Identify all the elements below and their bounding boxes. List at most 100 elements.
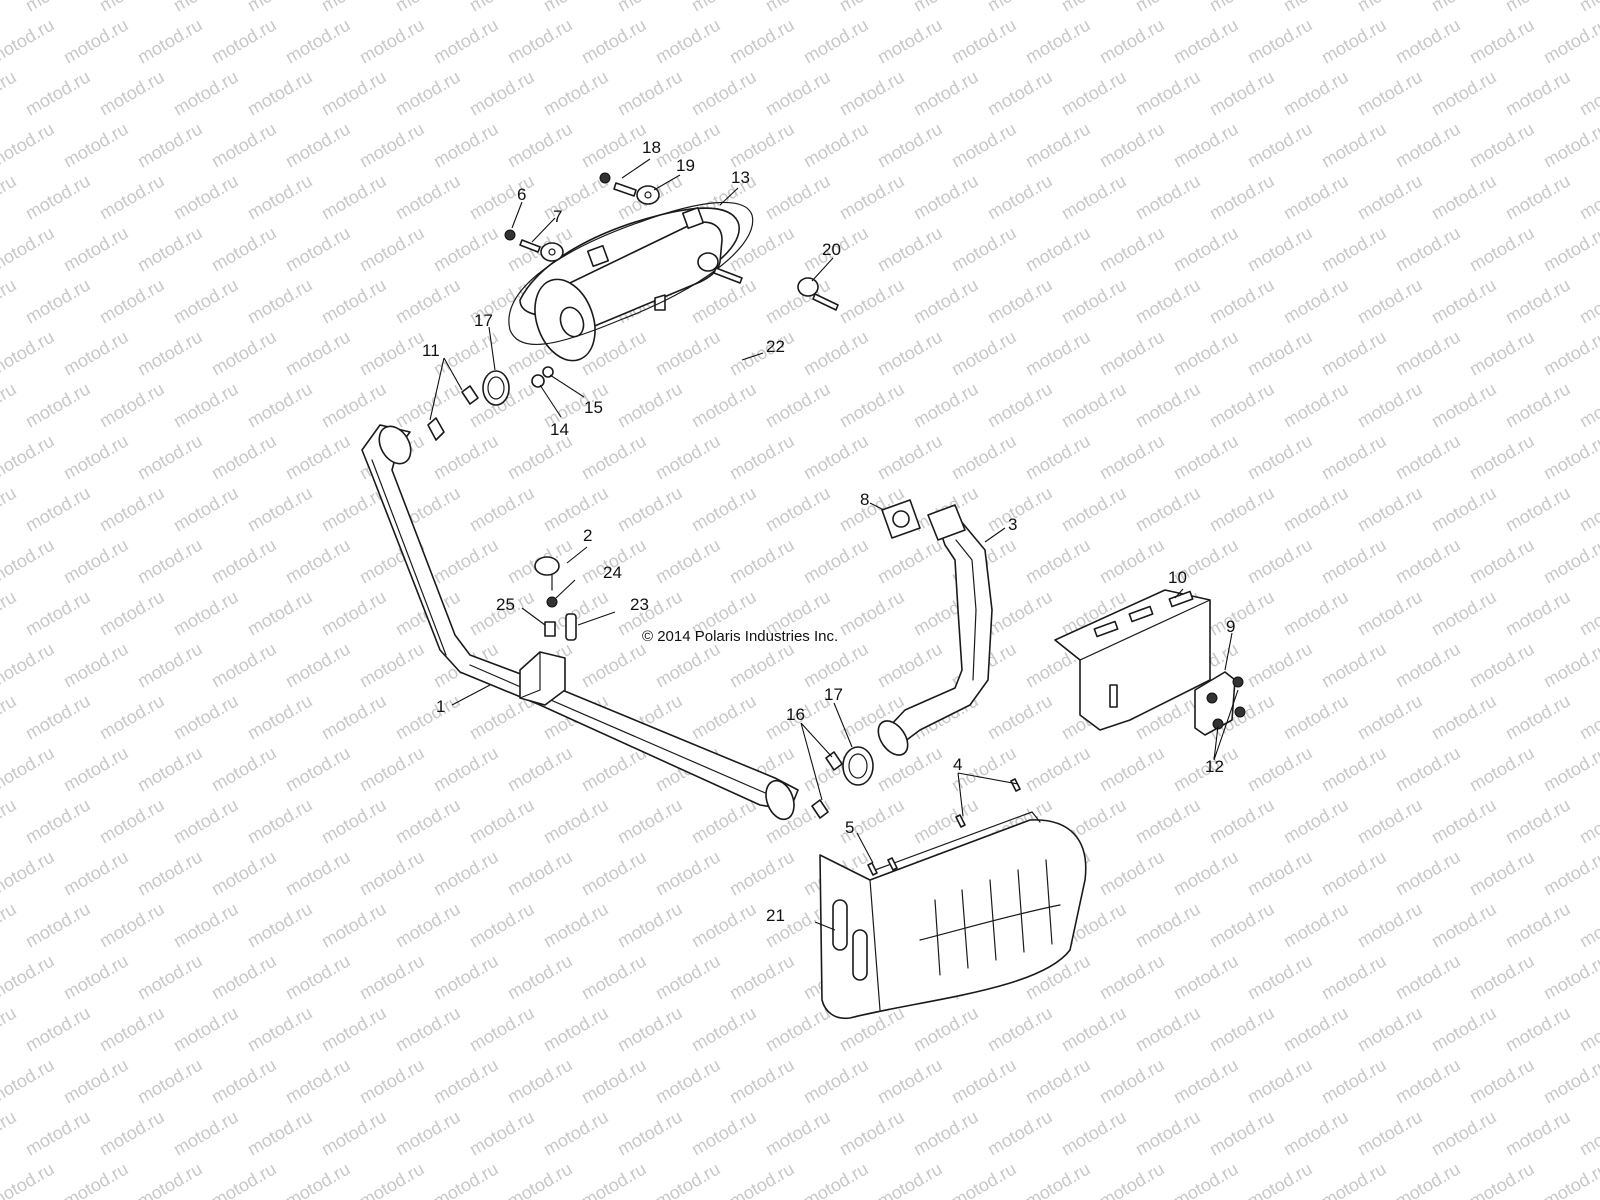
watermark-text: motod.ru <box>1466 847 1538 900</box>
watermark-text: motod.ru <box>430 15 502 68</box>
watermark-text: motod.ru <box>1244 119 1316 172</box>
watermark-text: motod.ru <box>356 951 428 1004</box>
callout-3: 3 <box>1008 515 1017 534</box>
watermark-text: motod.ru <box>22 587 94 640</box>
callout-22: 22 <box>766 337 785 356</box>
watermark-text: motod.ru <box>60 15 132 68</box>
watermark-text: motod.ru <box>726 639 798 692</box>
watermark-text: motod.ru <box>0 743 58 796</box>
watermark-text: motod.ru <box>134 431 206 484</box>
watermark-text: motod.ru <box>1132 171 1204 224</box>
watermark-text: motod.ru <box>504 1159 576 1200</box>
watermark-text: motod.ru <box>688 1107 760 1160</box>
watermark-text: motod.ru <box>430 431 502 484</box>
watermark-text: motod.ru <box>688 1003 760 1056</box>
watermark-text: motod.ru <box>836 275 908 328</box>
watermark-text: motod.ru <box>1170 119 1242 172</box>
watermark-text: motod.ru <box>1318 1159 1390 1200</box>
watermark-text: motod.ru <box>96 171 168 224</box>
watermark-text: motod.ru <box>244 0 316 15</box>
watermark-text: motod.ru <box>726 119 798 172</box>
watermark-text: motod.ru <box>1540 639 1600 692</box>
watermark-text: motod.ru <box>392 171 464 224</box>
watermark-text: motod.ru <box>1576 587 1600 640</box>
watermark-text: motod.ru <box>1096 327 1168 380</box>
watermark-text: motod.ru <box>800 119 872 172</box>
watermark-text: motod.ru <box>1428 587 1500 640</box>
watermark-text: motod.ru <box>1244 431 1316 484</box>
watermark-text: motod.ru <box>504 1055 576 1108</box>
watermark-text: motod.ru <box>1392 743 1464 796</box>
watermark-text: motod.ru <box>688 67 760 120</box>
watermark-text: motod.ru <box>208 15 280 68</box>
watermark-text: motod.ru <box>1354 379 1426 432</box>
watermark-text: motod.ru <box>134 951 206 1004</box>
watermark-text: motod.ru <box>1096 1055 1168 1108</box>
watermark-text: motod.ru <box>1170 1159 1242 1200</box>
watermark-text: motod.ru <box>1354 1003 1426 1056</box>
watermark-text: motod.ru <box>910 795 982 848</box>
watermark-text: motod.ru <box>1096 15 1168 68</box>
watermark-text: motod.ru <box>836 171 908 224</box>
watermark-text: motod.ru <box>466 67 538 120</box>
callouts: 1 2 3 4 5 6 7 8 9 10 11 12 13 14 15 16 1… <box>422 138 1235 925</box>
watermark-text: motod.ru <box>0 171 20 224</box>
watermark-text: motod.ru <box>874 223 946 276</box>
watermark-text: motod.ru <box>1170 15 1242 68</box>
watermark-text: motod.ru <box>948 1055 1020 1108</box>
watermark-text: motod.ru <box>1280 1107 1352 1160</box>
watermark-text: motod.ru <box>504 15 576 68</box>
watermark-text: motod.ru <box>22 1003 94 1056</box>
watermark-text: motod.ru <box>22 0 94 15</box>
watermark-text: motod.ru <box>466 0 538 15</box>
watermark-text: motod.ru <box>1392 119 1464 172</box>
watermark-text: motod.ru <box>134 743 206 796</box>
watermark-text: motod.ru <box>134 1159 206 1200</box>
callout-11: 11 <box>422 341 440 360</box>
watermark-text: motod.ru <box>1280 691 1352 744</box>
watermark-text: motod.ru <box>1206 899 1278 952</box>
watermark-text: motod.ru <box>1428 1107 1500 1160</box>
watermark-text: motod.ru <box>910 171 982 224</box>
watermark-text: motod.ru <box>1206 67 1278 120</box>
watermark-text: motod.ru <box>1280 795 1352 848</box>
watermark-text: motod.ru <box>1502 1003 1574 1056</box>
watermark-text: motod.ru <box>1540 951 1600 1004</box>
watermark-text: motod.ru <box>652 327 724 380</box>
part-21-heat-shield <box>819 811 1087 1020</box>
watermark-text: motod.ru <box>170 0 242 15</box>
watermark-text: motod.ru <box>170 1107 242 1160</box>
part-3-head-pipe <box>877 504 993 756</box>
part-8-gasket <box>881 499 921 539</box>
watermark-text: motod.ru <box>910 1107 982 1160</box>
watermark-text: motod.ru <box>134 535 206 588</box>
watermark-text: motod.ru <box>726 535 798 588</box>
watermark-text: motod.ru <box>984 1107 1056 1160</box>
watermark-text: motod.ru <box>1576 899 1600 952</box>
watermark-text: motod.ru <box>1058 67 1130 120</box>
watermark-text: motod.ru <box>1096 847 1168 900</box>
watermark-text: motod.ru <box>652 1055 724 1108</box>
watermark-text: motod.ru <box>726 951 798 1004</box>
watermark-text: motod.ru <box>170 275 242 328</box>
watermark-text: motod.ru <box>96 379 168 432</box>
watermark-text: motod.ru <box>1392 15 1464 68</box>
watermark-text: motod.ru <box>392 1003 464 1056</box>
watermark-text: motod.ru <box>504 847 576 900</box>
watermark-text: motod.ru <box>984 587 1056 640</box>
callout-7: 7 <box>553 207 562 226</box>
watermark-text: motod.ru <box>96 1107 168 1160</box>
watermark-text: motod.ru <box>466 899 538 952</box>
callout-10: 10 <box>1168 568 1187 587</box>
watermark-text: motod.ru <box>762 1003 834 1056</box>
watermark-text: motod.ru <box>22 899 94 952</box>
watermark-text: motod.ru <box>614 899 686 952</box>
part-1-exhaust-pipe <box>361 424 799 821</box>
watermark-text: motod.ru <box>134 1055 206 1108</box>
watermark-text: motod.ru <box>614 379 686 432</box>
watermark-text: motod.ru <box>726 1159 798 1200</box>
watermark-text: motod.ru <box>1354 587 1426 640</box>
watermark-text: motod.ru <box>1058 275 1130 328</box>
watermark-text: motod.ru <box>1132 483 1204 536</box>
